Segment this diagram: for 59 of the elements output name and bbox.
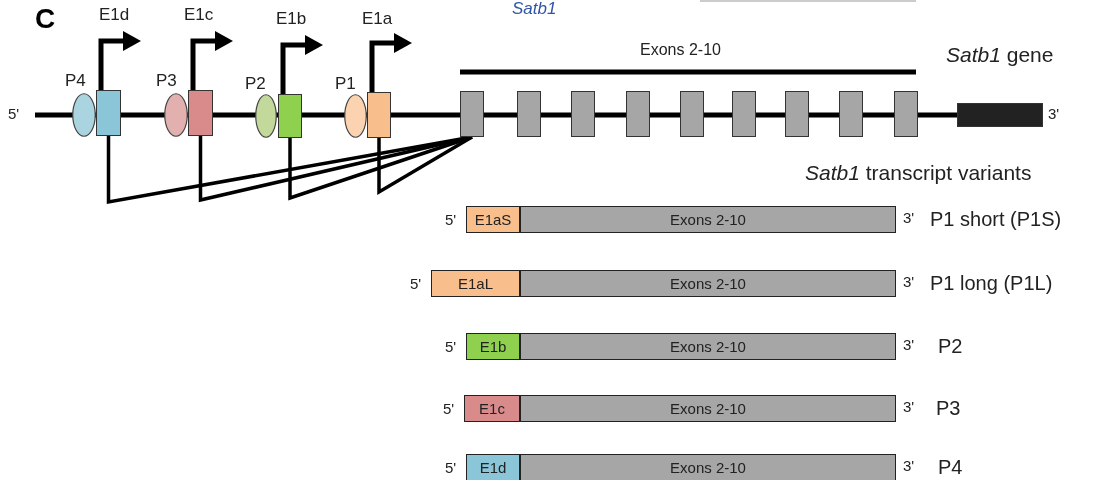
exon-box — [732, 91, 756, 137]
end-label: 3' — [1048, 106, 1060, 121]
promoter-label: P2 — [245, 75, 266, 92]
promoter-ellipse — [72, 93, 96, 137]
exon-box — [96, 90, 121, 136]
exon-box — [626, 91, 650, 137]
end-label: 3' — [903, 458, 915, 473]
exon-box — [839, 91, 863, 137]
first-exon-segment: E1b — [466, 333, 520, 360]
exon-box — [894, 91, 918, 137]
promoter-ellipse — [344, 94, 367, 138]
exon-box — [188, 90, 213, 136]
end-label: 3' — [903, 399, 915, 414]
end-label: 5' — [445, 212, 457, 227]
end-label: 5' — [445, 460, 457, 475]
splice-line — [377, 135, 473, 196]
gene-name: Satb1 — [512, 0, 557, 17]
end-label: 3' — [903, 274, 915, 289]
exon-label: E1a — [362, 10, 393, 27]
first-exon-segment: E1d — [466, 454, 520, 480]
end-label: 5' — [8, 106, 20, 121]
exon-box — [460, 91, 484, 137]
exon-box — [367, 92, 391, 138]
exon-label: E1b — [276, 10, 307, 27]
end-label: 3' — [903, 337, 915, 352]
end-label: 5' — [445, 339, 457, 354]
terminal-exon-box — [957, 103, 1043, 127]
exon-box — [278, 94, 302, 138]
variant-label: P1 short (P1S) — [930, 209, 1062, 229]
exon-label: E1c — [184, 6, 214, 23]
panel-letter: C — [35, 5, 56, 33]
promoter-ellipse — [164, 93, 188, 137]
promoter-ellipse — [255, 94, 277, 138]
end-label: 5' — [410, 276, 422, 291]
exon-box — [517, 91, 541, 137]
exon-segment: Exons 2-10 — [520, 454, 896, 480]
variant-label: P1 long (P1L) — [930, 273, 1053, 293]
exon-segment: Exons 2-10 — [520, 270, 896, 297]
first-exon-segment: E1aL — [431, 270, 520, 297]
heading: Satb1 transcript variants — [805, 162, 1032, 183]
exon-segment: Exons 2-10 — [520, 333, 896, 360]
exon-box — [785, 91, 809, 137]
promoter-label: P1 — [335, 75, 356, 92]
exon-segment: Exons 2-10 — [520, 206, 896, 233]
exon-box — [680, 91, 704, 137]
exon-label: E1d — [99, 6, 130, 23]
exon-box — [571, 91, 595, 137]
gene-label: Satb1 gene — [946, 44, 1054, 65]
bracket-label: Exons 2-10 — [640, 42, 721, 58]
first-exon-segment: E1c — [464, 395, 520, 422]
first-exon-segment: E1aS — [466, 206, 520, 233]
promoter-label: P4 — [65, 72, 86, 89]
variant-label: P2 — [938, 336, 963, 356]
promoter-label: P3 — [156, 72, 177, 89]
variant-label: P3 — [936, 398, 961, 418]
end-label: 5' — [443, 401, 455, 416]
variant-label: P4 — [938, 457, 963, 477]
end-label: 3' — [903, 210, 915, 225]
exon-segment: Exons 2-10 — [520, 395, 896, 422]
